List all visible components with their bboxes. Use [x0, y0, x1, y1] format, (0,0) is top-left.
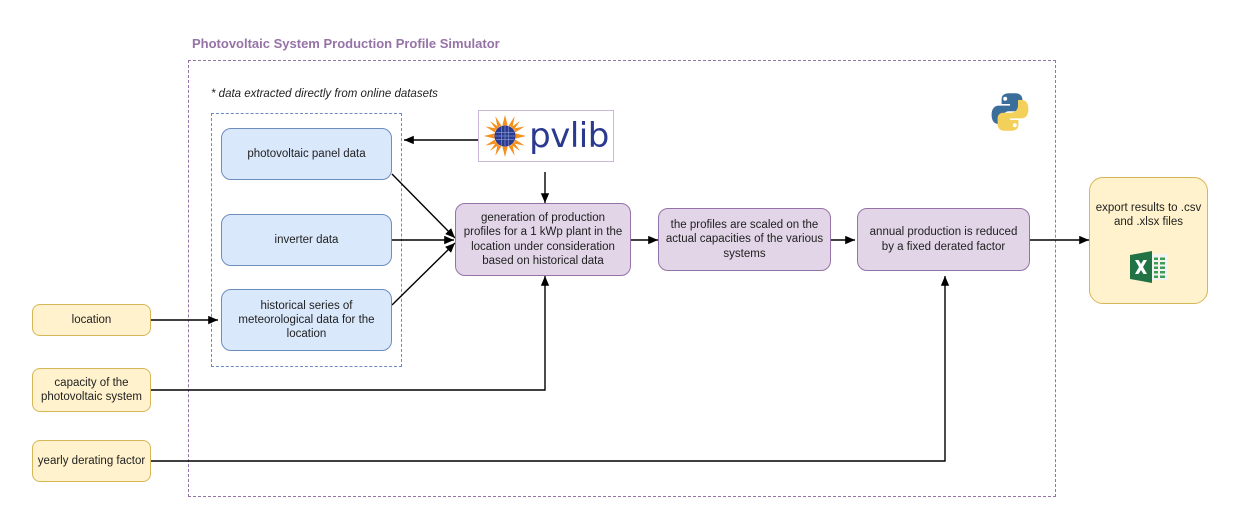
node-annual-production-derated[interactable]: annual production is reduced by a fixed … — [857, 208, 1030, 271]
export-label: export results to .csv and .xlsx files — [1095, 202, 1202, 229]
node-input-derating-factor[interactable]: yearly derating factor — [32, 440, 151, 482]
pvlib-wordmark: pvlib — [529, 116, 609, 156]
node-label: yearly derating factor — [37, 454, 146, 467]
node-profiles-scaled-to-capacities[interactable]: the profiles are scaled on the actual ca… — [658, 208, 831, 271]
pvlib-sun-icon — [484, 114, 527, 158]
node-label: historical series of meteorological data… — [238, 299, 375, 340]
node-label: location — [71, 313, 112, 326]
excel-icon — [1128, 250, 1170, 289]
node-label: annual production is reduced by a fixed … — [869, 226, 1018, 253]
node-export-results[interactable]: export results to .csv and .xlsx files — [1089, 177, 1208, 304]
data-source-note: * data extracted directly from online da… — [211, 88, 438, 100]
node-label: inverter data — [274, 233, 339, 246]
node-label: the profiles are scaled on the actual ca… — [665, 219, 824, 260]
node-label: capacity of the photovoltaic system — [41, 376, 142, 403]
pvlib-logo: pvlib — [478, 110, 614, 162]
node-meteorological-data[interactable]: historical series of meteorological data… — [221, 289, 392, 351]
node-generation-of-production-profiles[interactable]: generation of production profiles for a … — [455, 203, 631, 276]
page-title: Photovoltaic System Production Profile S… — [192, 36, 500, 51]
python-icon — [991, 93, 1029, 131]
python-logo — [988, 90, 1032, 139]
node-inverter-data[interactable]: inverter data — [221, 214, 392, 266]
node-input-location[interactable]: location — [32, 304, 151, 336]
node-photovoltaic-panel-data[interactable]: photovoltaic panel data — [221, 128, 392, 180]
node-label: generation of production profiles for a … — [463, 212, 623, 267]
excel-glyph — [1130, 251, 1168, 283]
node-input-capacity[interactable]: capacity of the photovoltaic system — [32, 368, 151, 412]
node-label: photovoltaic panel data — [247, 147, 366, 160]
